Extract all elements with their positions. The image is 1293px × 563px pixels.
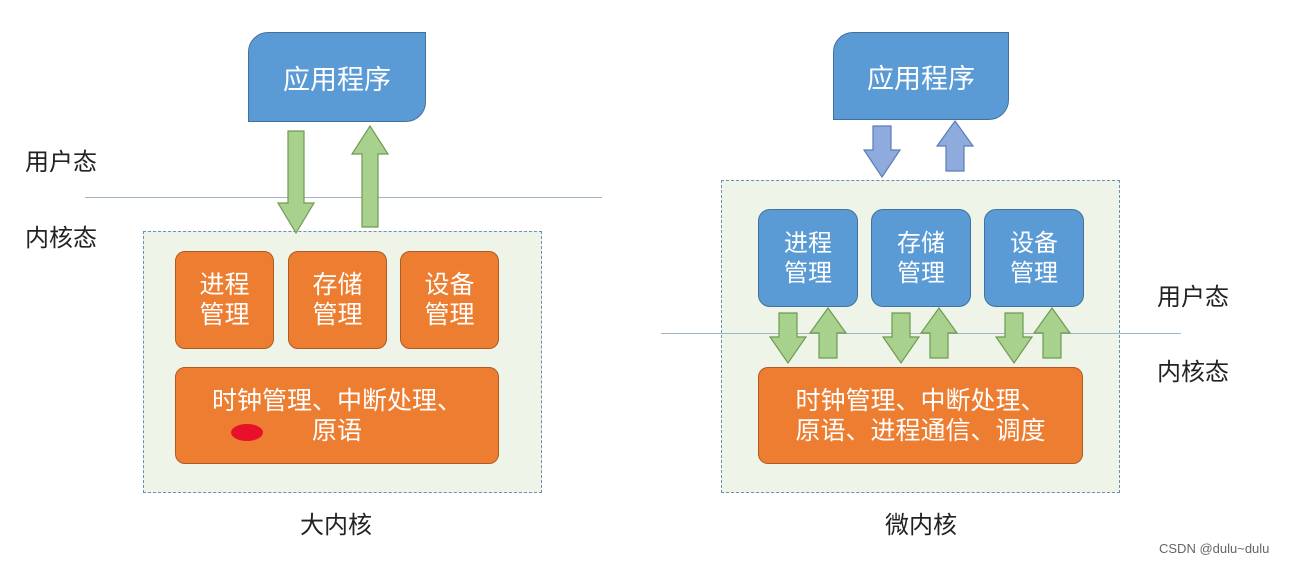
right-caption: 微内核 [885,511,957,539]
right-kernel-mode-label: 内核态 [1157,358,1229,386]
right-device-up-arrow [1032,306,1072,359]
left-device-line2: 管理 [424,300,475,329]
right-storage-up-arrow [919,306,959,359]
right-app-label: 应用程序 [867,63,975,95]
left-device-line1: 设备 [424,270,475,299]
right-process-down-arrow [768,312,808,365]
left-caption: 大内核 [300,511,372,539]
right-storage-line1: 存储 [897,229,945,257]
left-user-mode-label: 用户态 [25,148,97,176]
right-app-up-arrow [935,119,975,172]
left-app-box: 应用程序 [248,32,426,122]
right-core-functions: 时钟管理、中断处理、 原语、进程通信、调度 [758,367,1083,464]
left-device-mgmt: 设备管理 [400,251,499,349]
red-mark [231,424,263,441]
left-down-arrow [276,130,316,235]
right-storage-line2: 管理 [897,259,945,287]
right-process-up-arrow [808,306,848,359]
right-app-box: 应用程序 [833,32,1009,120]
right-core-line2: 原语、进程通信、调度 [795,415,1046,445]
right-process-line2: 管理 [784,259,832,287]
right-process-mgmt: 进程管理 [758,209,858,307]
right-user-mode-label: 用户态 [1157,283,1229,311]
left-process-line2: 管理 [199,300,250,329]
right-storage-mgmt: 存储管理 [871,209,971,307]
left-storage-line2: 管理 [312,300,363,329]
left-storage-mgmt: 存储管理 [288,251,387,349]
right-core-line1: 时钟管理、中断处理、 [795,385,1046,415]
right-storage-down-arrow [881,312,921,365]
right-process-line1: 进程 [784,229,832,257]
left-core-line1: 时钟管理、中断处理、 [211,385,462,415]
left-core-line2: 原语 [311,415,362,445]
left-core-functions: 时钟管理、中断处理、 原语 [175,367,499,464]
left-storage-line1: 存储 [312,270,363,299]
left-mode-divider [85,197,602,198]
right-device-line2: 管理 [1010,259,1058,287]
left-up-arrow [350,124,390,228]
left-kernel-mode-label: 内核态 [25,224,97,252]
watermark: CSDN @dulu~dulu [1159,541,1270,556]
left-app-label: 应用程序 [283,64,391,96]
right-app-down-arrow [862,125,902,179]
left-process-mgmt: 进程管理 [175,251,274,349]
left-process-line1: 进程 [199,270,250,299]
right-device-line1: 设备 [1010,229,1058,257]
right-device-mgmt: 设备管理 [984,209,1084,307]
right-device-down-arrow [994,312,1034,365]
